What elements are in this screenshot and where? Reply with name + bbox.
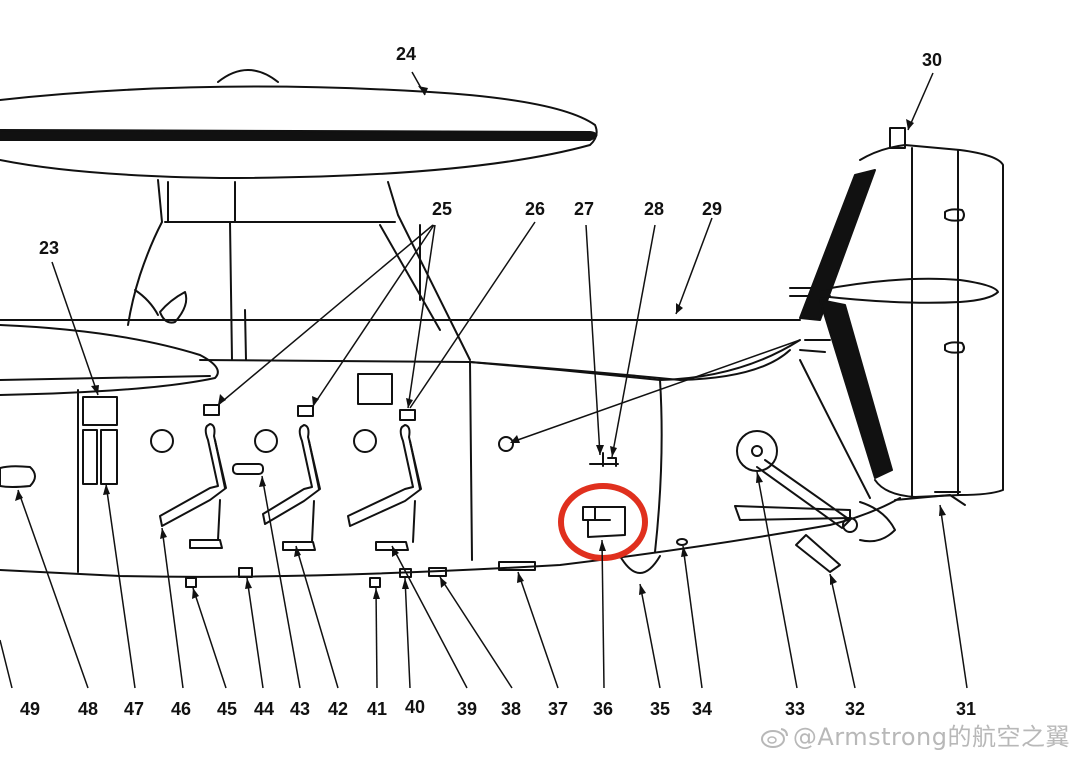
radome-pylon <box>127 179 471 361</box>
callout-38: 38 <box>501 699 521 719</box>
callout-26: 26 <box>525 199 545 219</box>
callout-39: 39 <box>457 699 477 719</box>
vertical-tail <box>789 127 1004 498</box>
forward-panels <box>0 396 264 488</box>
callout-25: 25 <box>432 199 452 219</box>
callout-29: 29 <box>702 199 722 219</box>
callout-23: 23 <box>39 238 59 258</box>
callout-31: 31 <box>956 699 976 719</box>
callout-44: 44 <box>254 699 274 719</box>
arrowheads <box>15 86 946 599</box>
fuselage <box>0 319 901 578</box>
callout-28: 28 <box>644 199 664 219</box>
callout-30: 30 <box>922 50 942 70</box>
radome <box>0 69 598 179</box>
seat-1 <box>159 404 227 549</box>
callout-35: 35 <box>650 699 670 719</box>
callout-numbers: 24 25 26 27 28 29 30 23 49 48 47 46 45 4… <box>20 44 976 719</box>
wing-root <box>0 324 219 396</box>
callout-40: 40 <box>405 697 425 717</box>
callout-41: 41 <box>367 699 387 719</box>
leader-lines <box>0 71 968 689</box>
windows <box>150 429 514 453</box>
callout-27: 27 <box>574 199 594 219</box>
watermark-text: @Armstrong的航空之翼 <box>792 723 1070 751</box>
fitting-27-28 <box>589 452 619 467</box>
weibo-logo-icon <box>760 728 788 748</box>
callout-47: 47 <box>124 699 144 719</box>
bottom-fittings <box>185 538 688 588</box>
callout-46: 46 <box>171 699 191 719</box>
callout-24: 24 <box>396 44 416 64</box>
callout-42: 42 <box>328 699 348 719</box>
box-36 <box>582 506 626 538</box>
callout-33: 33 <box>785 699 805 719</box>
seat-2 <box>262 405 321 551</box>
watermark: @Armstrong的航空之翼 <box>760 717 1070 752</box>
callout-43: 43 <box>290 699 310 719</box>
callout-49-label: 49 <box>20 699 40 719</box>
highlight-ring <box>558 483 648 561</box>
callout-37: 37 <box>548 699 568 719</box>
callout-48: 48 <box>78 699 98 719</box>
callout-45: 45 <box>217 699 237 719</box>
callout-36: 36 <box>593 699 613 719</box>
seat-3 <box>347 409 422 551</box>
strut-33 <box>734 430 966 573</box>
callout-32: 32 <box>845 699 865 719</box>
callout-34: 34 <box>692 699 712 719</box>
